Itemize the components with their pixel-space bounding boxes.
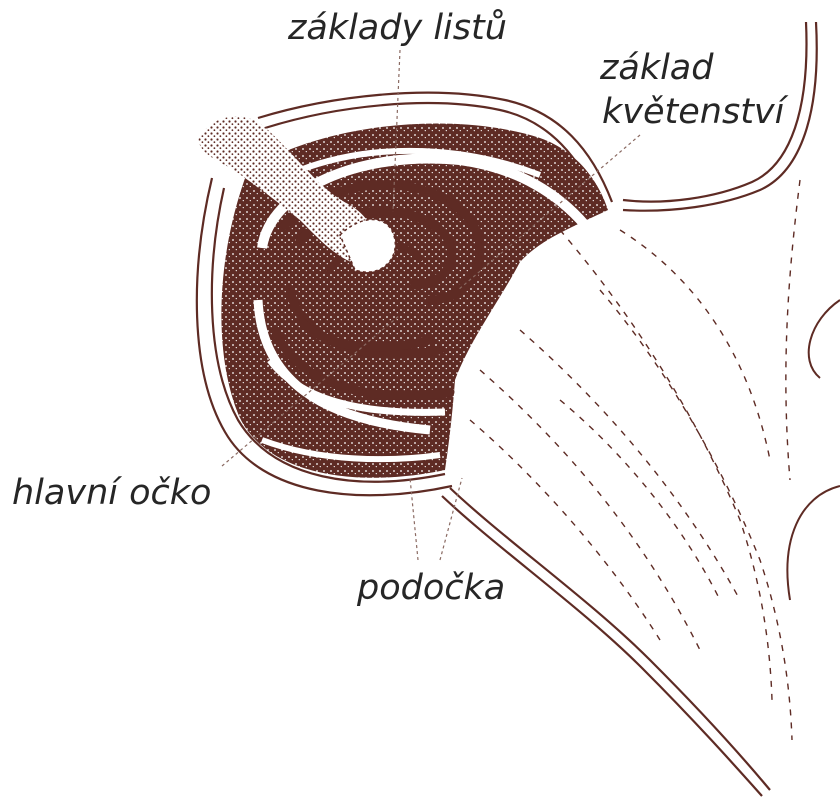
label-leaf-bases: základy listů: [288, 9, 507, 47]
leader-subbud-1: [410, 478, 418, 560]
label-main-bud: hlavní očko: [12, 474, 211, 512]
label-sub-buds: podočka: [357, 569, 505, 607]
side-curves: [787, 300, 840, 600]
vascular-lines: [470, 180, 800, 740]
label-inflorescence-base-line2: květenství: [602, 93, 784, 131]
label-inflorescence-base-line1: základ: [600, 49, 713, 87]
